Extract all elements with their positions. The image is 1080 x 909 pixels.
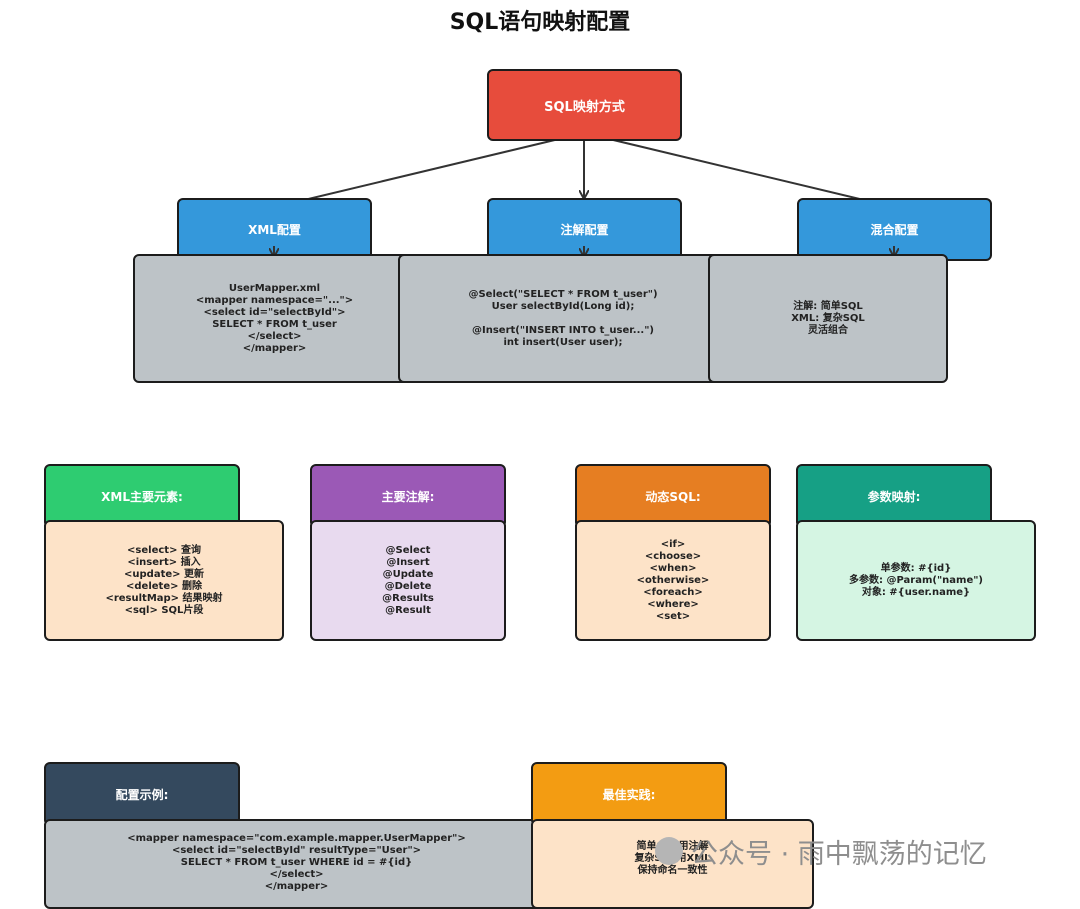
annotations-body: @Select @Insert @Update @Delete @Results… <box>310 520 506 641</box>
wechat-logo-icon <box>655 837 683 865</box>
watermark-text: 公众号 · 雨中飘荡的记忆 <box>691 838 987 870</box>
dynamic-sql-header: 动态SQL: <box>575 464 771 528</box>
method-xml-body: UserMapper.xml <mapper namespace="..."> … <box>133 254 416 383</box>
root-node: SQL映射方式 <box>487 69 682 141</box>
diagram-title: SQL语句映射配置 <box>449 10 631 35</box>
xml-elements-header: XML主要元素: <box>44 464 240 528</box>
dynamic-sql-body: <if> <choose> <when> <otherwise> <foreac… <box>575 520 771 641</box>
watermark: 公众号 · 雨中飘荡的记忆 <box>655 833 987 870</box>
annotations-header: 主要注解: <box>310 464 506 528</box>
config-example-header: 配置示例: <box>44 762 240 826</box>
best-practice-header: 最佳实践: <box>531 762 727 826</box>
arrow-to-xml <box>279 132 585 206</box>
method-mixed-header: 混合配置 <box>797 198 992 261</box>
method-annotation-body: @Select("SELECT * FROM t_user") User sel… <box>398 254 728 383</box>
config-example-body: <mapper namespace="com.example.mapper.Us… <box>44 819 549 909</box>
method-mixed-body: 注解: 简单SQL XML: 复杂SQL 灵活组合 <box>708 254 948 383</box>
xml-elements-body: <select> 查询 <insert> 插入 <update> 更新 <del… <box>44 520 284 641</box>
param-mapping-header: 参数映射: <box>796 464 992 528</box>
param-mapping-body: 单参数: #{id} 多参数: @Param("name") 对象: #{use… <box>796 520 1036 641</box>
arrow-to-mixed <box>583 132 889 206</box>
